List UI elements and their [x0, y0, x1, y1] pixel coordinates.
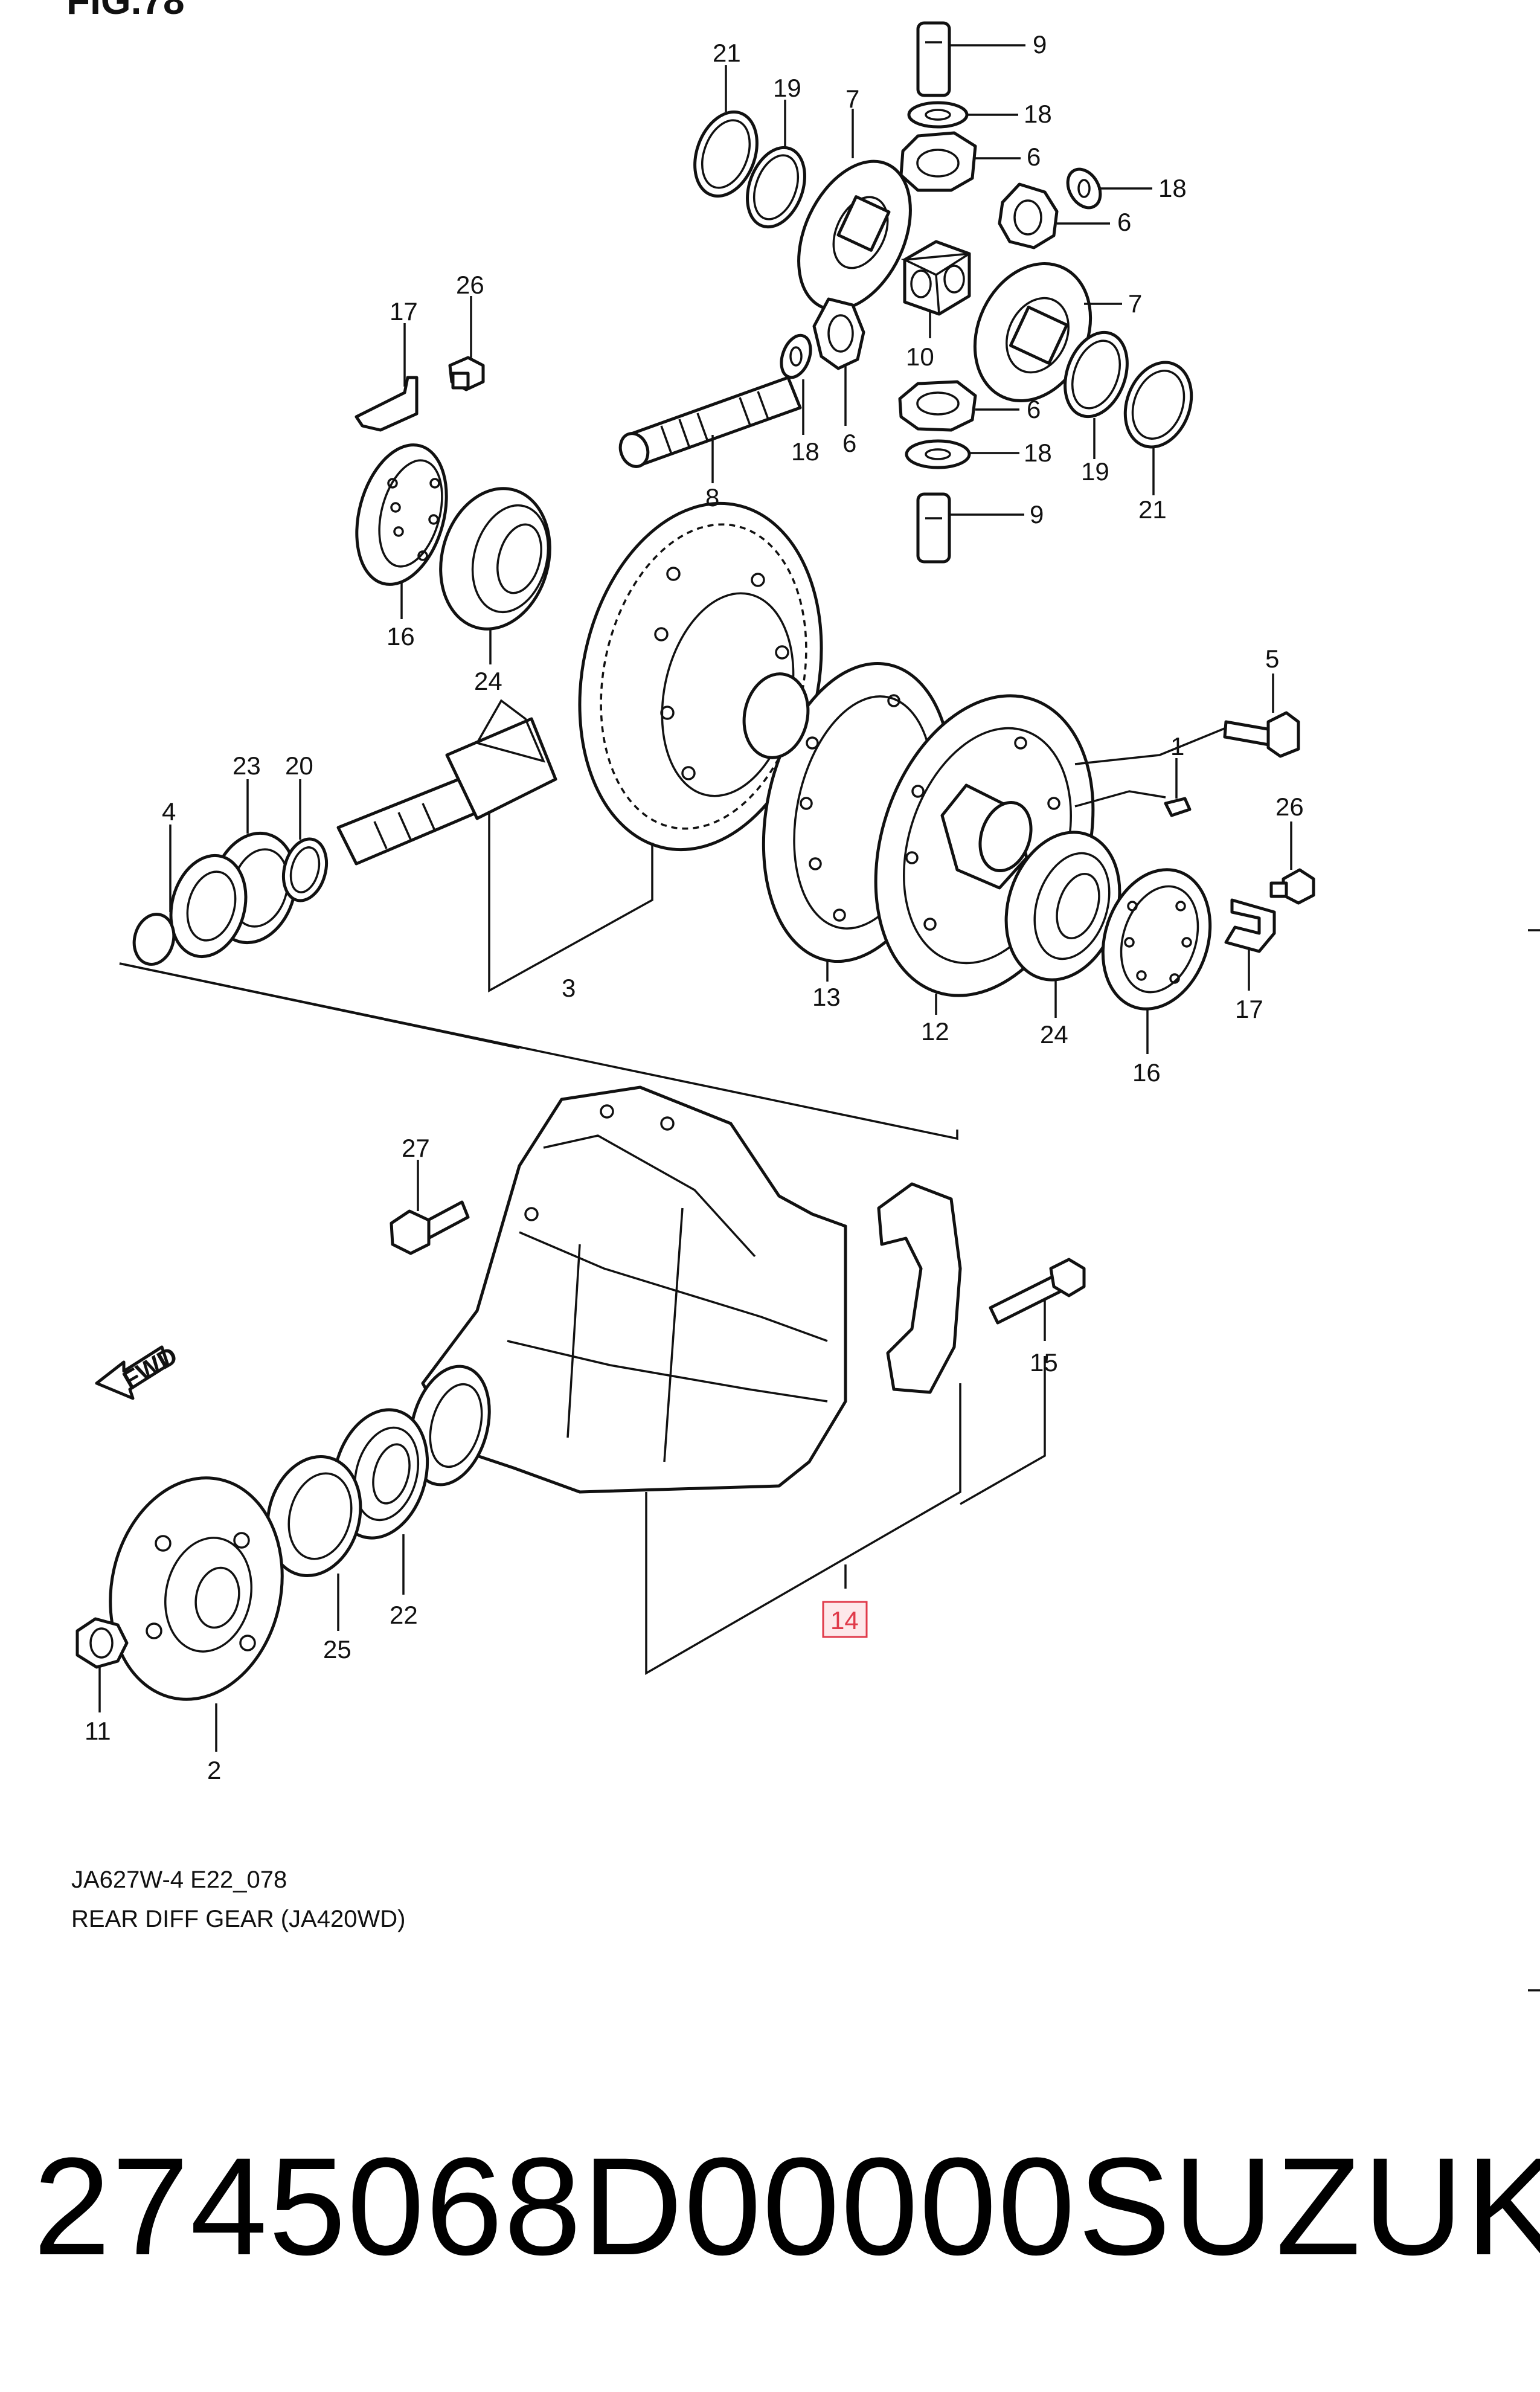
callout-9-bottom: 9	[1030, 500, 1044, 529]
callout-27: 27	[402, 1134, 430, 1162]
callout-17-right: 17	[1235, 995, 1263, 1023]
callout-25: 25	[323, 1635, 351, 1664]
pinion-bearing-4	[132, 825, 248, 966]
callout-6-top: 6	[1027, 143, 1041, 171]
callout-12: 12	[921, 1017, 949, 1046]
callout-18-lower-left: 18	[791, 437, 820, 466]
bolt-26-top	[448, 296, 485, 391]
callout-21-right: 21	[1138, 495, 1167, 524]
thrust-washer-21-left	[693, 65, 759, 198]
callout-2: 2	[207, 1756, 221, 1784]
spacer-20	[282, 779, 328, 902]
callout-20: 20	[285, 751, 313, 780]
callout-6-bottom: 6	[1027, 395, 1041, 423]
bolt-5	[1074, 674, 1300, 765]
ring-gear-and-pinion-3	[488, 501, 823, 992]
callout-19-right: 19	[1081, 457, 1109, 486]
svg-text:FWD: FWD	[118, 1341, 182, 1395]
thrust-washer-18-bottom	[905, 439, 1019, 469]
callout-26-top: 26	[456, 271, 484, 299]
callout-1: 1	[1170, 732, 1184, 760]
oil-seal-25	[266, 1455, 362, 1631]
callout-18-right: 18	[1158, 174, 1187, 202]
callout-24-right: 24	[1040, 1020, 1068, 1049]
pinion-gear-6-right	[998, 182, 1110, 249]
callout-16-right: 16	[1132, 1058, 1161, 1087]
product-info-band	[0, 1993, 1540, 2392]
screw-1	[1074, 758, 1192, 817]
side-bearing-24-right	[1004, 831, 1121, 1018]
bearing-cap-14	[877, 1182, 962, 1394]
callout-17-top: 17	[390, 297, 418, 326]
bolt-27	[390, 1160, 470, 1255]
bolt-26-right	[1269, 821, 1315, 905]
bearing-cup-16-right	[1101, 868, 1212, 1054]
bolt-15	[989, 1258, 1086, 1341]
callout-9-top: 9	[1033, 30, 1047, 59]
pinion-shaft-pin-top	[916, 21, 1025, 97]
callout-14-highlighted: 14	[830, 1606, 859, 1635]
callout-10: 10	[906, 342, 934, 371]
callout-8: 8	[705, 483, 719, 512]
side-bearing-24-left	[439, 487, 551, 664]
part-number: 2745068D00000	[33, 2129, 1077, 2284]
callout-6-right: 6	[1117, 208, 1131, 236]
pinion-gear-6-left	[812, 297, 865, 426]
thrust-washer-19-right	[1064, 330, 1129, 459]
differential-pinion-shaft-8	[618, 376, 802, 483]
bracket-17-top	[355, 323, 419, 432]
pinion-shaft-pin-bottom	[916, 492, 1024, 564]
callout-7-right: 7	[1128, 289, 1142, 318]
callout-15: 15	[1030, 1348, 1058, 1377]
thrust-washer-18-top	[907, 101, 1018, 129]
callout-3: 3	[562, 974, 576, 1002]
thrust-washer-18-right	[1066, 167, 1152, 210]
side-gear-7-right	[973, 262, 1122, 403]
thrust-washer-19-left	[746, 100, 806, 229]
callout-24-left: 24	[474, 667, 502, 695]
callout-19-left: 19	[773, 74, 801, 102]
bearing-cup-16-left	[355, 443, 448, 619]
callout-18-bottom: 18	[1024, 439, 1052, 467]
thrust-washer-18-lower-left	[780, 333, 812, 435]
callout-4: 4	[162, 797, 176, 826]
callout-18-top: 18	[1024, 100, 1052, 128]
callout-21-left: 21	[713, 39, 741, 67]
brand-name: SUZUKI	[1078, 2129, 1540, 2284]
parts-diagram: FIG.78	[66, 0, 1540, 1992]
callout-13: 13	[812, 983, 841, 1011]
callout-11: 11	[85, 1717, 111, 1745]
callout-14-highlight-box	[822, 1601, 868, 1638]
differential-block-10	[900, 240, 971, 338]
callout-5: 5	[1265, 645, 1279, 673]
callout-7-left: 7	[845, 85, 859, 113]
flange-nut-11	[75, 1617, 129, 1712]
side-gear-7-left	[797, 109, 912, 312]
callout-26-right: 26	[1275, 793, 1304, 821]
thrust-washer-21-right	[1123, 361, 1193, 495]
pinion-gear-6-bottom	[898, 380, 1019, 432]
callout-6-left: 6	[842, 429, 856, 457]
companion-flange-2	[109, 1476, 284, 1752]
fwd-direction-arrow: FWD	[95, 1341, 182, 1400]
figure-heading: FIG.78	[66, 0, 185, 22]
callout-16-left: 16	[387, 622, 415, 651]
diagram-title: REAR DIFF GEAR (JA420WD)	[71, 1906, 406, 1932]
housing-assembly-14	[409, 1085, 1046, 1676]
drive-pinion-3	[336, 699, 557, 866]
callout-23: 23	[233, 751, 261, 780]
bracket-17-right	[1224, 898, 1276, 991]
diagram-code: JA627W-4 E22_078	[71, 1866, 287, 1893]
exploded-view-drawing: FWD 9 21 19 7 18 6 18 6 7 10 19 21 6 18 …	[75, 21, 1540, 1992]
callout-22: 22	[390, 1601, 418, 1629]
pinion-gear-6-top	[899, 131, 1021, 192]
